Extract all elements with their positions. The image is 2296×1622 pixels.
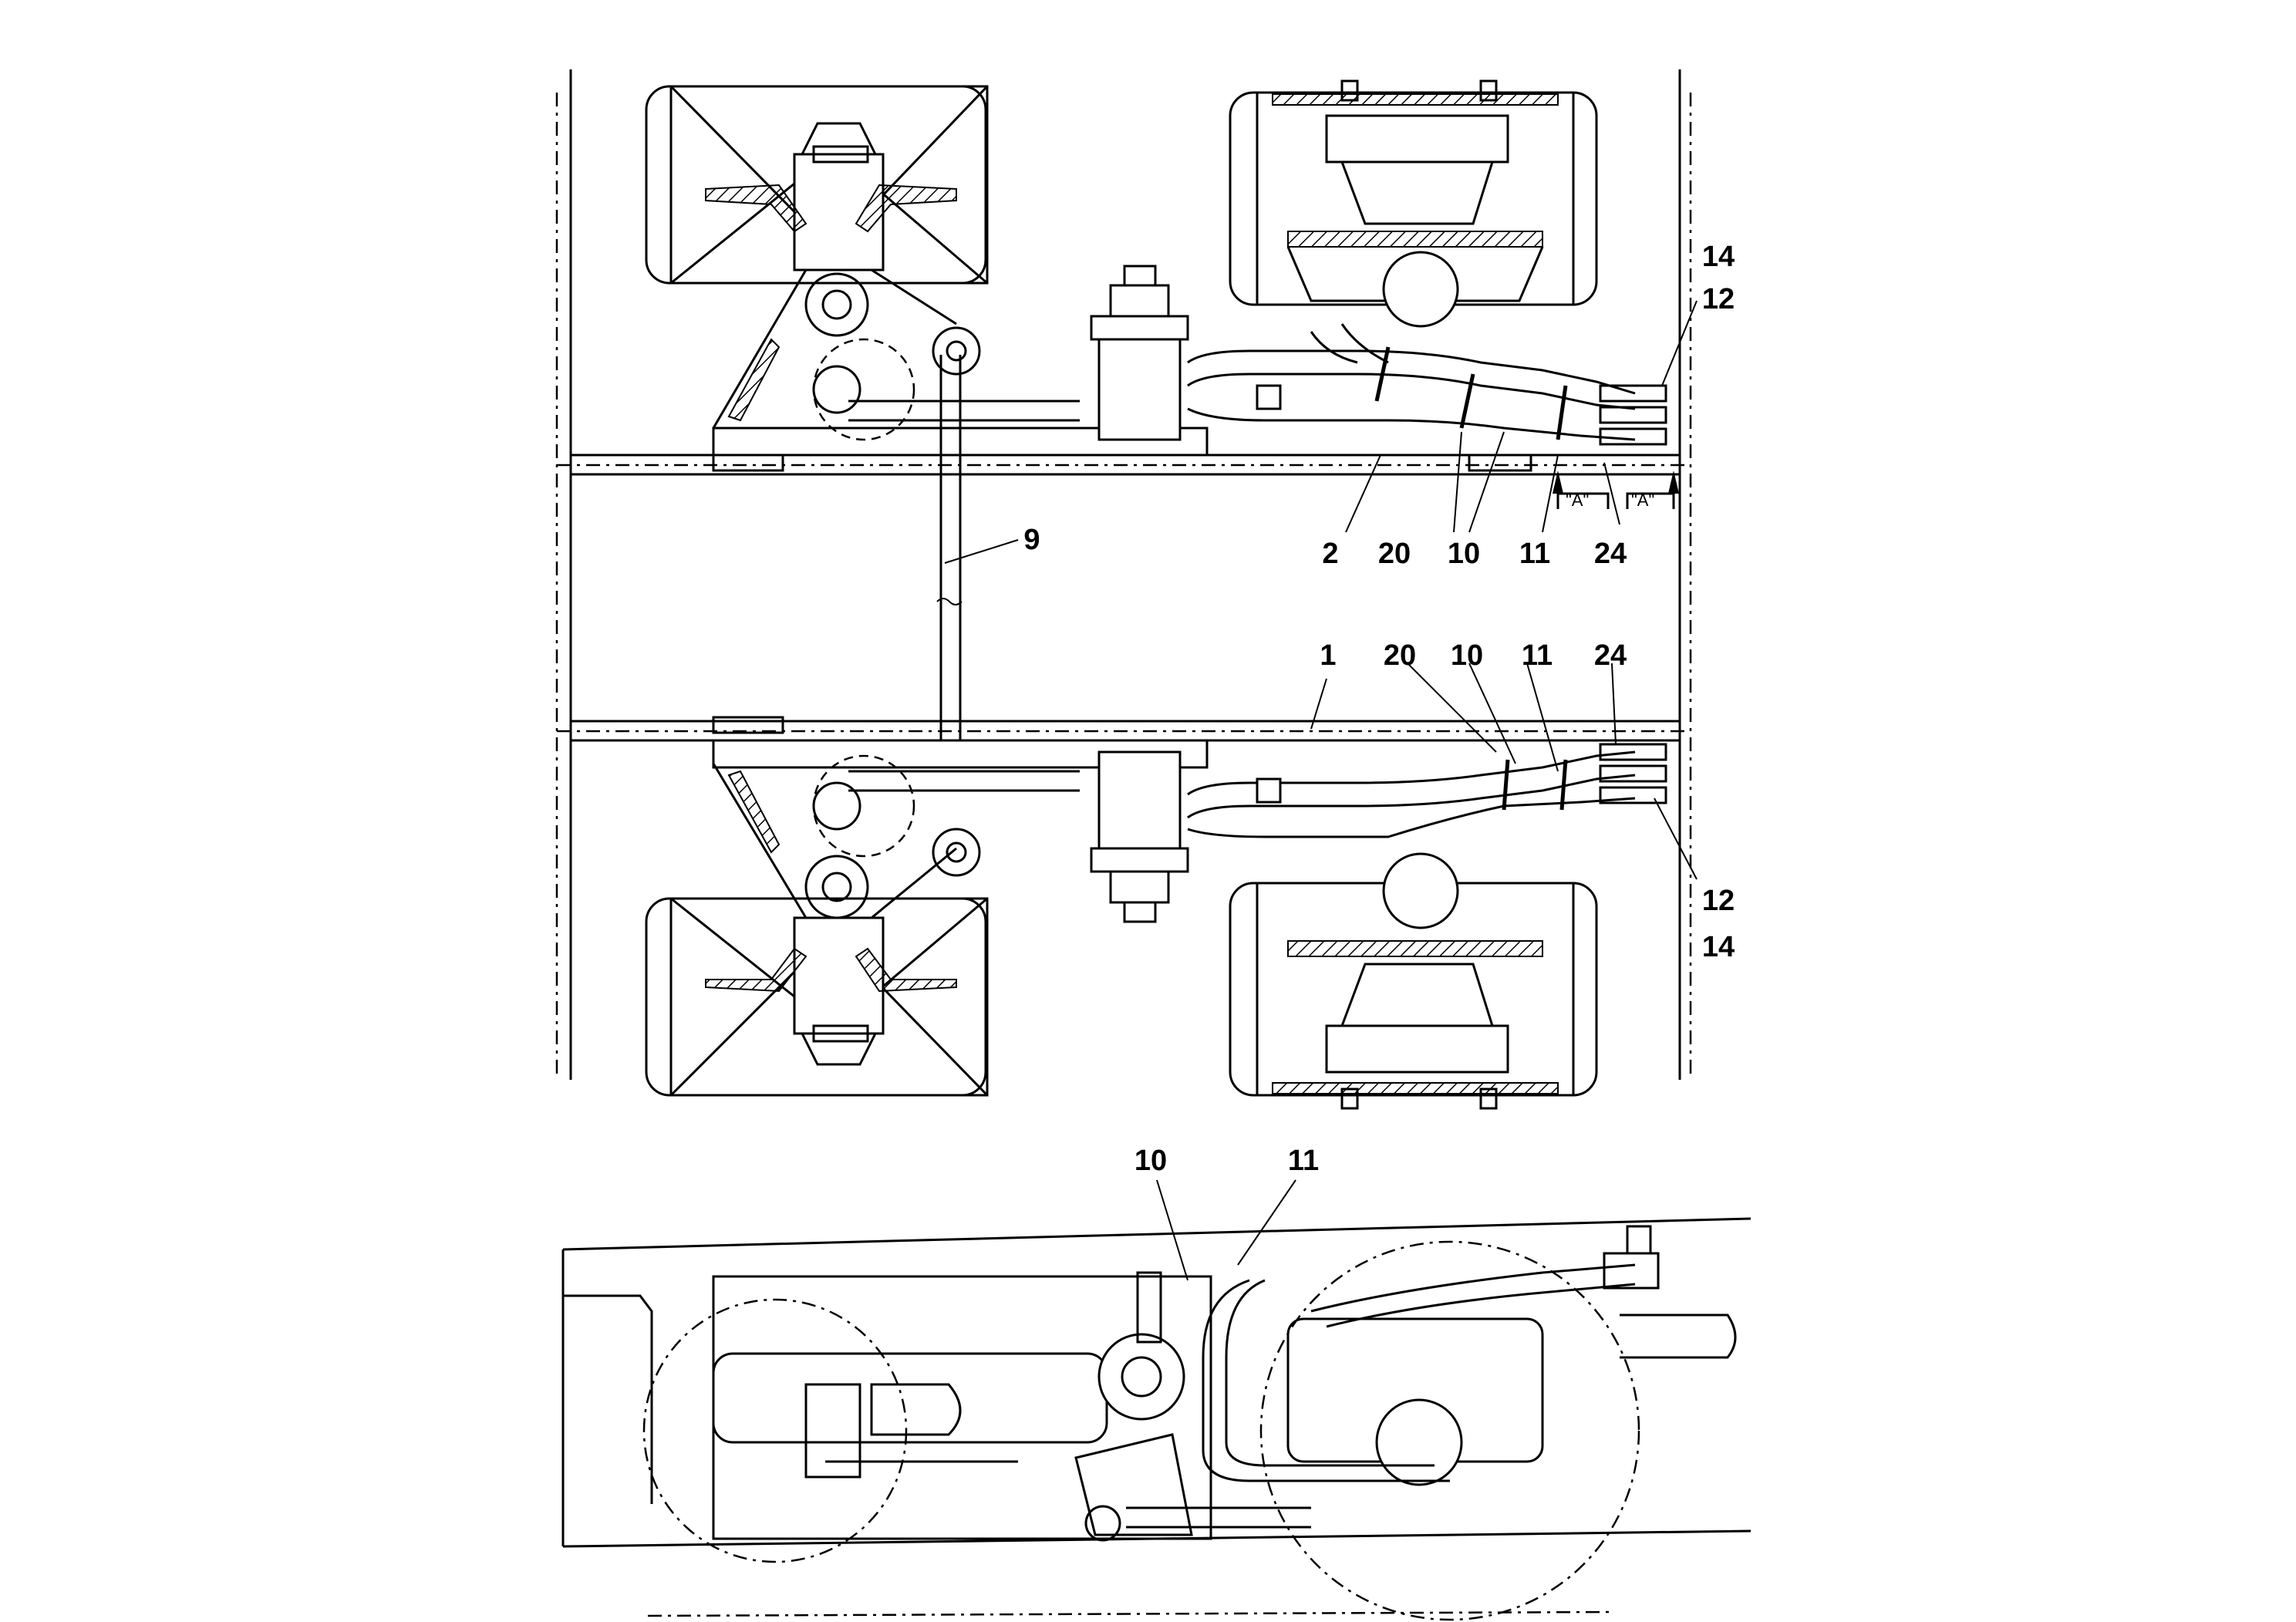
hydraulic-motor-lower [1090,750,1189,923]
hose-bundle-lower [1187,750,1636,838]
callout-14-lower: 14 [1702,931,1735,963]
callout-9: 9 [1023,524,1040,556]
callout-24-upper: 24 [1594,538,1627,570]
callout-20-lower: 20 [1384,639,1416,672]
section-markers: "A" "A" [1553,470,1679,510]
callout-20-upper: 20 [1378,538,1411,570]
callouts-lower: 1 20 10 11 24 12 14 [1320,639,1735,963]
callout-12-lower: 12 [1702,885,1735,917]
hose-bundle-upper [1187,323,1636,441]
callout-14-upper: 14 [1702,241,1735,273]
tie-rod [936,355,963,740]
wheel-top-left [645,85,989,285]
callout-12-upper: 12 [1702,283,1735,315]
leader-lines [944,300,1698,1281]
frame-boundaries [555,69,1692,1080]
chassis-rails [557,454,1691,742]
callout-11-lower: 11 [1522,639,1553,672]
callout-11-upper: 11 [1519,538,1550,570]
callout-11-side: 11 [1288,1145,1319,1177]
wheel-bottom-left [645,897,989,1097]
callout-10-upper: 10 [1448,538,1480,570]
callout-10-lower: 10 [1451,639,1483,672]
section-mark-a-left: "A" [1566,491,1589,510]
hose-couplings [1599,384,1667,804]
wheel-bottom-right [1229,852,1598,1110]
wheel-top-right [1229,79,1598,328]
callout-2: 2 [1322,538,1338,570]
side-view [561,1217,1752,1621]
callout-24-lower: 24 [1594,639,1627,672]
hydraulic-motor-upper [1090,265,1189,441]
section-mark-a-right: "A" [1631,491,1654,510]
callout-1: 1 [1320,639,1336,672]
callouts-upper: 14 12 2 20 10 11 24 9 [1023,241,1735,570]
callouts-side: 10 11 [1135,1145,1319,1177]
callout-10-side: 10 [1135,1145,1167,1177]
